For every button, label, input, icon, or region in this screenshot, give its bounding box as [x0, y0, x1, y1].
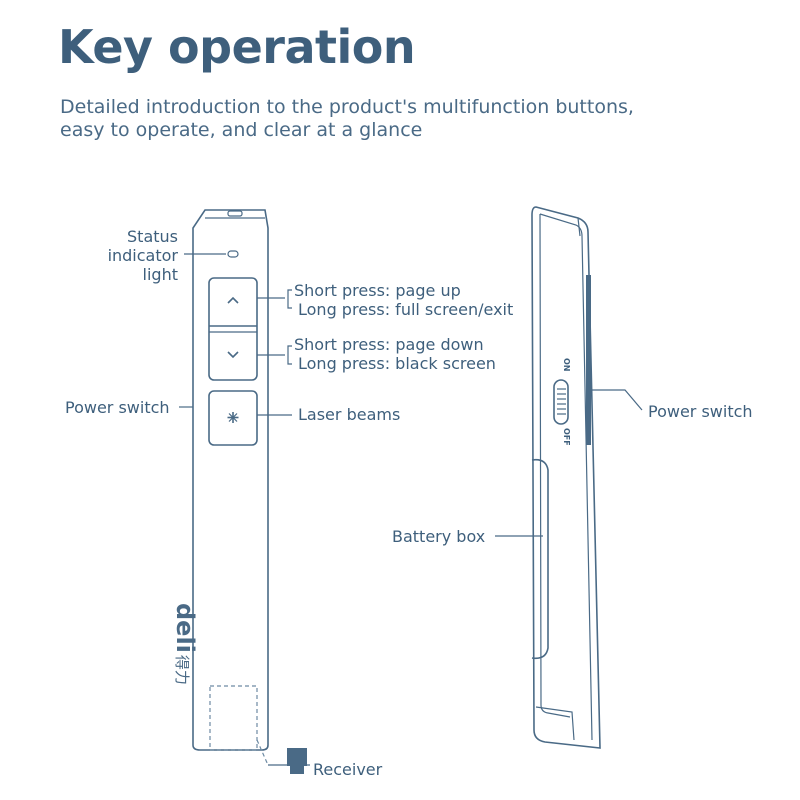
page-down-short-label: Short press: page down [294, 335, 484, 354]
chevron-down-icon [227, 351, 239, 359]
rocker-button[interactable] [208, 277, 258, 381]
laser-beams-label: Laser beams [298, 405, 401, 424]
switch-off-label: OFF [562, 428, 571, 446]
receiver-slot [209, 685, 258, 751]
presenter-side-view [531, 206, 601, 749]
status-indicator-light [227, 250, 239, 258]
page-down-long-label: Long press: black screen [298, 354, 496, 373]
presenter-front-view [192, 209, 310, 766]
laser-button[interactable] [208, 390, 258, 446]
page-title: Key operation [58, 20, 416, 74]
chevron-up-icon [227, 296, 239, 304]
power-switch-label-left: Power switch [65, 398, 170, 417]
status-light-label: Status indicator light [107, 227, 178, 284]
lanyard-hole [227, 210, 243, 217]
brand-logo: deli得力 [171, 603, 199, 685]
page-up-short-label: Short press: page up [294, 281, 461, 300]
battery-box-label: Battery box [392, 527, 486, 546]
page-up-long-label: Long press: full screen/exit [298, 300, 514, 319]
page-subtitle: Detailed introduction to the product's m… [60, 96, 634, 141]
power-switch-slider[interactable] [553, 379, 569, 425]
side-button-ridge [586, 275, 591, 445]
receiver-dongle [287, 748, 307, 774]
power-switch-label-right: Power switch [648, 402, 753, 421]
switch-on-label: ON [562, 358, 571, 372]
battery-cover [531, 458, 549, 660]
receiver-label: Receiver [313, 760, 383, 779]
laser-star-icon [227, 412, 239, 423]
